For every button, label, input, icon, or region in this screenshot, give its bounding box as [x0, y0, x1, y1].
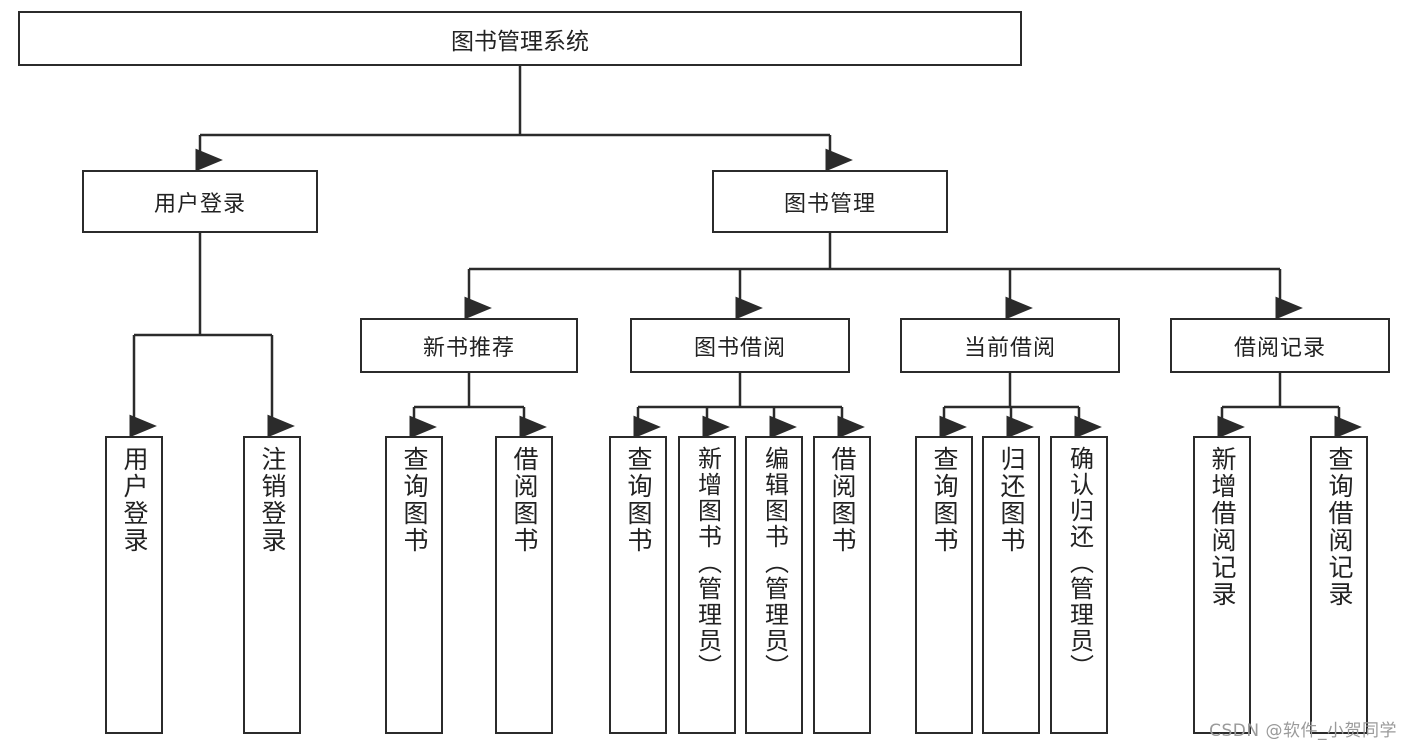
leaf-user-login-signout[interactable]: 注销登录 — [243, 436, 301, 734]
node-label: 新书推荐 — [422, 335, 515, 361]
leaf-new-book-borrow[interactable]: 借阅图书 — [495, 436, 553, 734]
node-label: 借阅图书 — [510, 446, 539, 554]
node-root-system[interactable]: 图书管理系统 — [18, 11, 1022, 66]
node-user-login[interactable]: 用户登录 — [82, 170, 318, 233]
node-label: 当前借阅 — [963, 335, 1056, 361]
node-label: 新增图书（管理员） — [693, 446, 722, 680]
node-label: 图书管理系统 — [451, 28, 589, 55]
leaf-record-query-record[interactable]: 查询借阅记录 — [1310, 436, 1368, 734]
leaf-borrow-add-book-admin[interactable]: 新增图书（管理员） — [678, 436, 736, 734]
node-borrow-record[interactable]: 借阅记录 — [1170, 318, 1390, 373]
node-current-borrow[interactable]: 当前借阅 — [900, 318, 1120, 373]
watermark: CSDN @软件_小贺同学 — [1209, 721, 1397, 741]
node-book-borrow[interactable]: 图书借阅 — [630, 318, 850, 373]
leaf-current-return-book[interactable]: 归还图书 — [982, 436, 1040, 734]
leaf-current-confirm-return-admin[interactable]: 确认归还（管理员） — [1050, 436, 1108, 734]
node-label: 查询图书 — [624, 446, 653, 554]
node-book-management[interactable]: 图书管理 — [712, 170, 948, 233]
node-label: 确认归还（管理员） — [1065, 446, 1094, 680]
node-label: 查询图书 — [930, 446, 959, 554]
node-label: 查询图书 — [400, 446, 429, 554]
node-label: 借阅记录 — [1233, 335, 1326, 361]
node-label: 用户登录 — [120, 446, 149, 554]
node-label: 查询借阅记录 — [1325, 446, 1354, 608]
leaf-record-add-record[interactable]: 新增借阅记录 — [1193, 436, 1251, 734]
node-label: 归还图书 — [997, 446, 1026, 554]
node-label: 图书管理 — [783, 191, 876, 217]
node-label: 借阅图书 — [828, 446, 857, 554]
node-label: 图书借阅 — [693, 335, 786, 361]
node-label: 编辑图书（管理员） — [760, 446, 789, 680]
leaf-user-login-signin[interactable]: 用户登录 — [105, 436, 163, 734]
leaf-borrow-borrow-book[interactable]: 借阅图书 — [813, 436, 871, 734]
node-label: 注销登录 — [258, 446, 287, 554]
node-label: 新增借阅记录 — [1208, 446, 1237, 608]
node-new-book-recommend[interactable]: 新书推荐 — [360, 318, 578, 373]
leaf-borrow-edit-book-admin[interactable]: 编辑图书（管理员） — [745, 436, 803, 734]
leaf-current-query-book[interactable]: 查询图书 — [915, 436, 973, 734]
node-label: 用户登录 — [153, 191, 246, 217]
leaf-new-book-query[interactable]: 查询图书 — [385, 436, 443, 734]
leaf-borrow-query-book[interactable]: 查询图书 — [609, 436, 667, 734]
